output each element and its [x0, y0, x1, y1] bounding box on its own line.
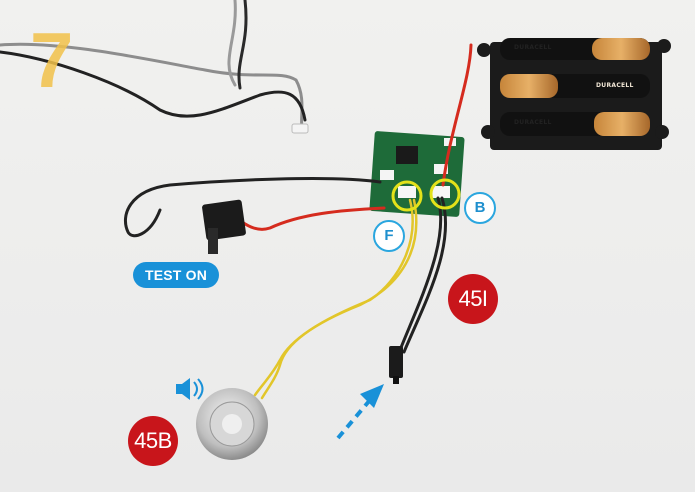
step-number: 7: [30, 16, 74, 104]
part-badge-button: 45I: [448, 274, 498, 324]
push-button: [389, 346, 403, 384]
battery-holder: [477, 38, 671, 150]
connector-b-badge: B: [464, 192, 496, 224]
wires: [123, 43, 473, 400]
long-wire: [0, 0, 309, 134]
connector-b-ring: [429, 178, 461, 210]
battery-brand-label: DURACELL: [514, 44, 552, 51]
part-badge-speaker: 45B: [128, 416, 178, 466]
battery-brand-label: DURACELL: [596, 82, 634, 89]
slide-switch: [202, 199, 246, 254]
connector-f-badge: F: [373, 220, 405, 252]
speaker-sound-icon: [176, 378, 204, 400]
test-on-label: TEST ON: [133, 262, 219, 288]
speaker: [196, 388, 268, 460]
connector-f-ring: [391, 180, 423, 212]
dashed-arrow-icon: [336, 384, 384, 440]
battery-brand-label: DURACELL: [514, 119, 552, 126]
